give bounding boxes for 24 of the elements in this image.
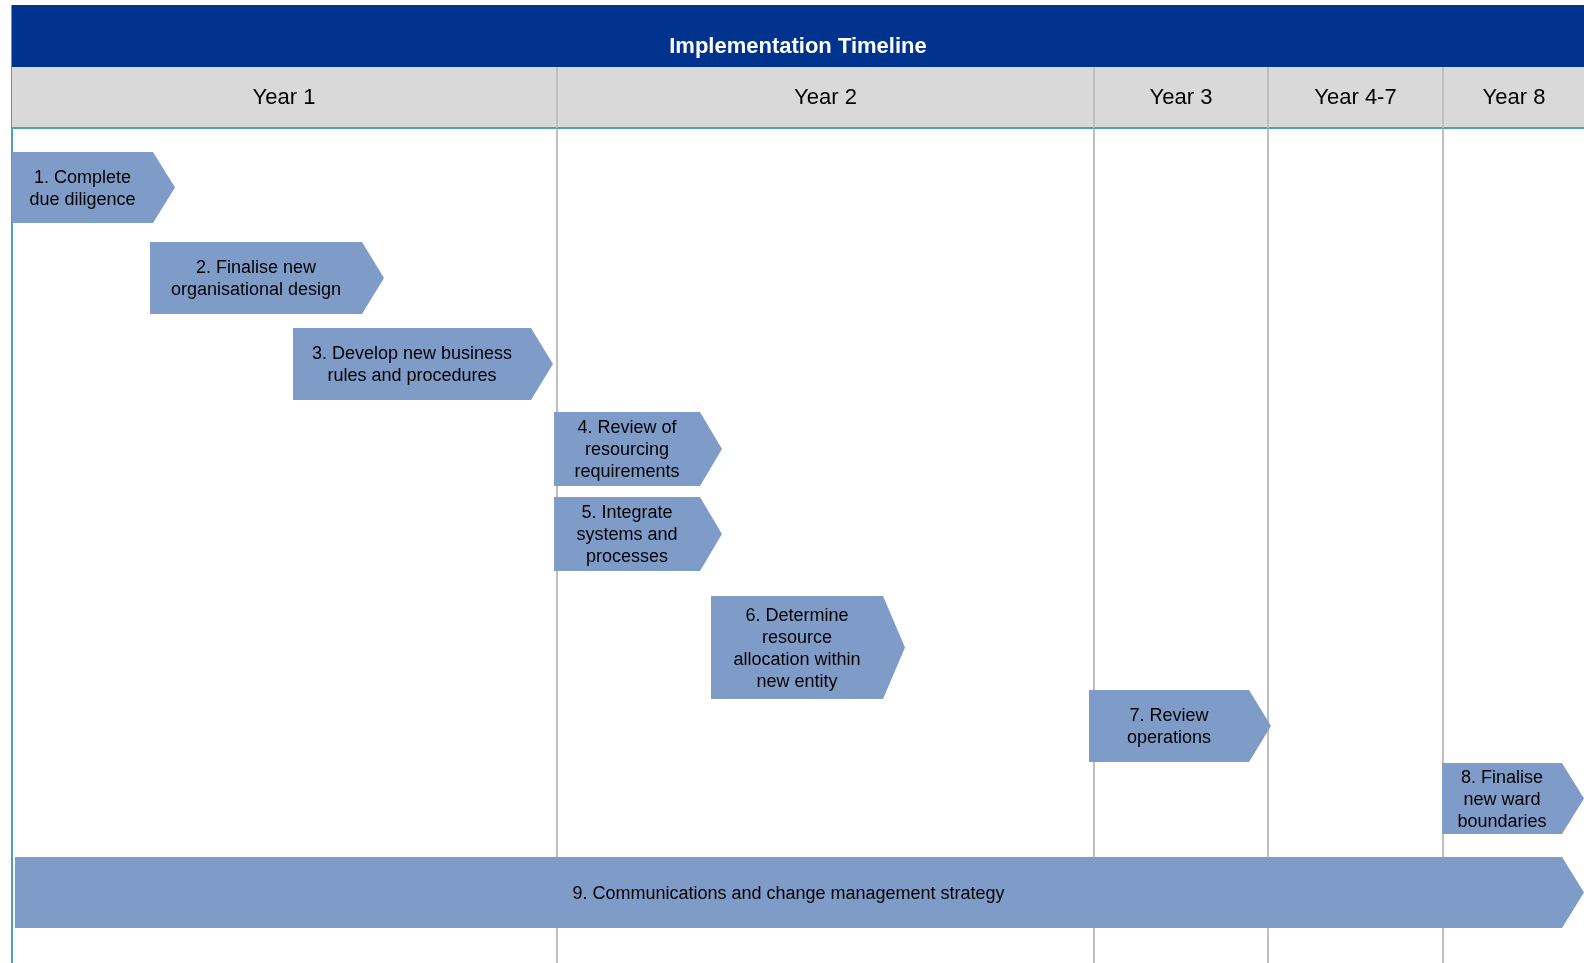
chevron-step (554, 497, 722, 571)
step-label: 1. Complete due diligence (28, 165, 137, 210)
chevron-step (554, 412, 722, 486)
chevron-step (293, 328, 553, 400)
chevron-step (711, 596, 905, 699)
column-header: Year 3 (1093, 67, 1267, 129)
step-label: 4. Review of resourcing requirements (573, 416, 681, 482)
chevron-step (1089, 690, 1271, 762)
column-header: Year 8 (1442, 67, 1584, 129)
chevron-step (150, 242, 384, 314)
column-header: Year 2 (556, 67, 1093, 129)
chevron-step (15, 857, 1584, 928)
step-label: 8. Finalise new ward boundaries (1456, 765, 1548, 832)
title-bar: Implementation Timeline (12, 5, 1584, 67)
step-label: 2. Finalise new organisational design (169, 256, 343, 300)
step-label: 7. Review operations (1125, 704, 1213, 748)
chevron-step (12, 152, 175, 223)
column-header: Year 4-7 (1267, 67, 1442, 129)
step-label: 9. Communications and change management strategy (572, 881, 1005, 904)
step-label: 5. Integrate systems and processes (575, 501, 679, 567)
step-label: 6. Determine resource allocation within new entity (732, 603, 862, 692)
chevron-step (1442, 763, 1584, 834)
step-label: 3. Develop new business rules and procedures (310, 342, 514, 386)
column-header: Year 1 (12, 67, 556, 129)
